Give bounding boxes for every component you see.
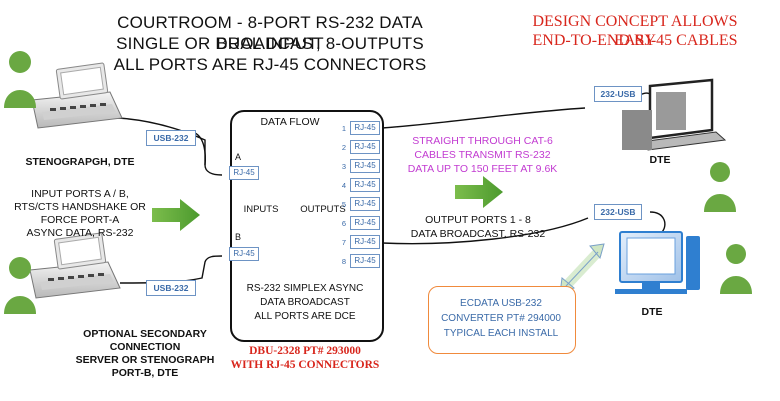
secondary-line-4: PORT-B, DTE <box>111 367 179 379</box>
output-num-3: 3 <box>341 162 346 171</box>
secondary-line-1: OPTIONAL SECONDARY <box>83 328 207 340</box>
output-port-2: RJ-45 <box>350 140 380 154</box>
inputs-label: INPUTS <box>243 204 279 215</box>
dte-laptop-label: DTE <box>649 154 671 166</box>
device-desc-2: DATA BROADCAST <box>260 297 350 308</box>
output-port-5: RJ-45 <box>350 197 380 211</box>
output-num-8: 8 <box>341 257 346 266</box>
converter-line-1: ECDATA USB-232 <box>460 298 542 309</box>
cable-steno-top <box>117 117 223 176</box>
outputs-label: OUTPUTS <box>300 204 346 215</box>
person-bottom-left-icon <box>4 257 36 314</box>
steno-label: STENOGRAPGH, DTE <box>25 156 135 168</box>
usb-232-bottom-label: USB-232 <box>146 280 196 296</box>
device-desc-3: ALL PORTS ARE DCE <box>254 311 356 322</box>
output-desc-1: OUTPUT PORTS 1 - 8 <box>425 214 531 226</box>
usb-232-top-label: USB-232 <box>146 130 196 146</box>
output-num-6: 6 <box>341 219 346 228</box>
person-top-left-icon <box>4 51 36 108</box>
output-num-1: 1 <box>341 124 346 133</box>
arrow-cable-icon <box>455 176 503 208</box>
cable-output-1 <box>381 107 586 129</box>
cable-desc-2: CABLES TRANSMIT RS-232 <box>414 149 551 161</box>
laptop-screen-patch <box>656 92 686 130</box>
cables <box>117 92 666 284</box>
stenograph-top-icon <box>31 62 123 129</box>
output-num-4: 4 <box>341 181 346 190</box>
part-number-line-2: WITH RJ-45 CONNECTORS <box>230 359 380 371</box>
data-flow-label: DATA FLOW <box>260 116 320 128</box>
input-port-a: RJ-45 <box>229 166 259 180</box>
secondary-line-3: SERVER OR STENOGRAPH <box>75 354 215 366</box>
output-num-2: 2 <box>341 143 346 152</box>
output-port-1: RJ-45 <box>350 121 380 135</box>
cable-desktop <box>649 211 666 233</box>
person-top-right-icon <box>704 162 736 212</box>
dte-desktop-label: DTE <box>641 306 663 318</box>
output-desc-2: DATA BROADCAST, RS-232 <box>410 228 546 240</box>
concept-line-2: END-TO-END RJ-45 CABLES <box>532 32 738 49</box>
cable-desc-3: DATA UP TO 150 FEET AT 9.6K <box>407 163 558 175</box>
input-desc-1: INPUT PORTS A / B, <box>31 188 129 200</box>
cable-steno-bottom <box>119 255 223 284</box>
output-num-7: 7 <box>341 238 346 247</box>
cable-output-7 <box>381 217 589 245</box>
secondary-line-2: CONNECTION <box>109 341 181 353</box>
desktop-computer-icon <box>615 231 700 294</box>
converter-line-2: CONVERTER PT# 294000 <box>441 313 561 324</box>
output-port-4: RJ-45 <box>350 178 380 192</box>
port-b-letter: B <box>234 232 241 242</box>
title-line-3: ALL PORTS ARE RJ-45 CONNECTORS <box>113 55 427 74</box>
input-desc-3: FORCE PORT-A <box>40 214 120 226</box>
converter-box <box>428 286 576 354</box>
port-a-letter: A <box>234 152 241 162</box>
output-port-8: RJ-45 <box>350 254 380 268</box>
input-port-b: RJ-45 <box>229 247 259 261</box>
output-port-6: RJ-45 <box>350 216 380 230</box>
output-num-5: 5 <box>341 200 346 209</box>
input-desc-2: RTS/CTS HANDSHAKE OR <box>14 201 146 213</box>
converter-line-3: TYPICAL EACH INSTALL <box>443 328 559 339</box>
output-port-3: RJ-45 <box>350 159 380 173</box>
title-line-1: COURTROOM - 8-PORT RS-232 DATA BROADCAST <box>117 13 423 53</box>
stenograph-bottom-icon <box>29 232 121 299</box>
cable-usb-top <box>194 132 206 166</box>
part-number-line-1: DBU-2328 PT# 293000 <box>249 345 361 357</box>
concept-line-1: DESIGN CONCEPT ALLOWS EASY <box>532 13 738 49</box>
cable-desc-1: STRAIGHT THROUGH CAT-6 <box>412 135 553 147</box>
device-desc-1: RS-232 SIMPLEX ASYNC <box>246 283 364 294</box>
input-desc-4: ASYNC DATA, RS-232 <box>26 227 134 239</box>
person-bottom-right-icon <box>720 244 752 294</box>
arrow-inputs-icon <box>152 199 200 231</box>
usb-laptop-label: 232-USB <box>594 86 642 102</box>
title-line-2: SINGLE OR DUAL INPUT, 8-OUTPUTS <box>116 34 424 53</box>
output-port-7: RJ-45 <box>350 235 380 249</box>
usb-desktop-label: 232-USB <box>594 204 642 220</box>
